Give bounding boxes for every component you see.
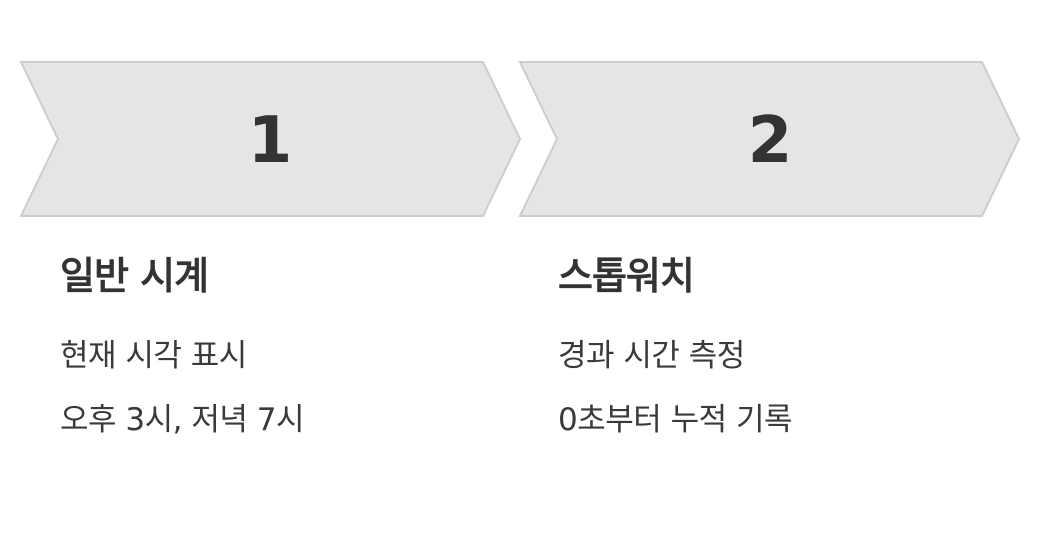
step-2-number: 2: [748, 104, 793, 178]
step-1-number: 1: [248, 104, 293, 178]
chevron-step-2: [518, 61, 1021, 217]
step-1-description-line-2: 오후 3시, 저녁 7시: [60, 402, 304, 438]
step-1-description-line-1: 현재 시각 표시: [60, 338, 247, 374]
step-2-description-line-2: 0초부터 누적 기록: [558, 402, 793, 438]
chevron-step-1: [19, 61, 522, 217]
step-2-description-line-1: 경과 시간 측정: [558, 338, 745, 374]
step-1-title: 일반 시계: [60, 254, 209, 298]
step-2-title: 스톱워치: [558, 254, 695, 298]
